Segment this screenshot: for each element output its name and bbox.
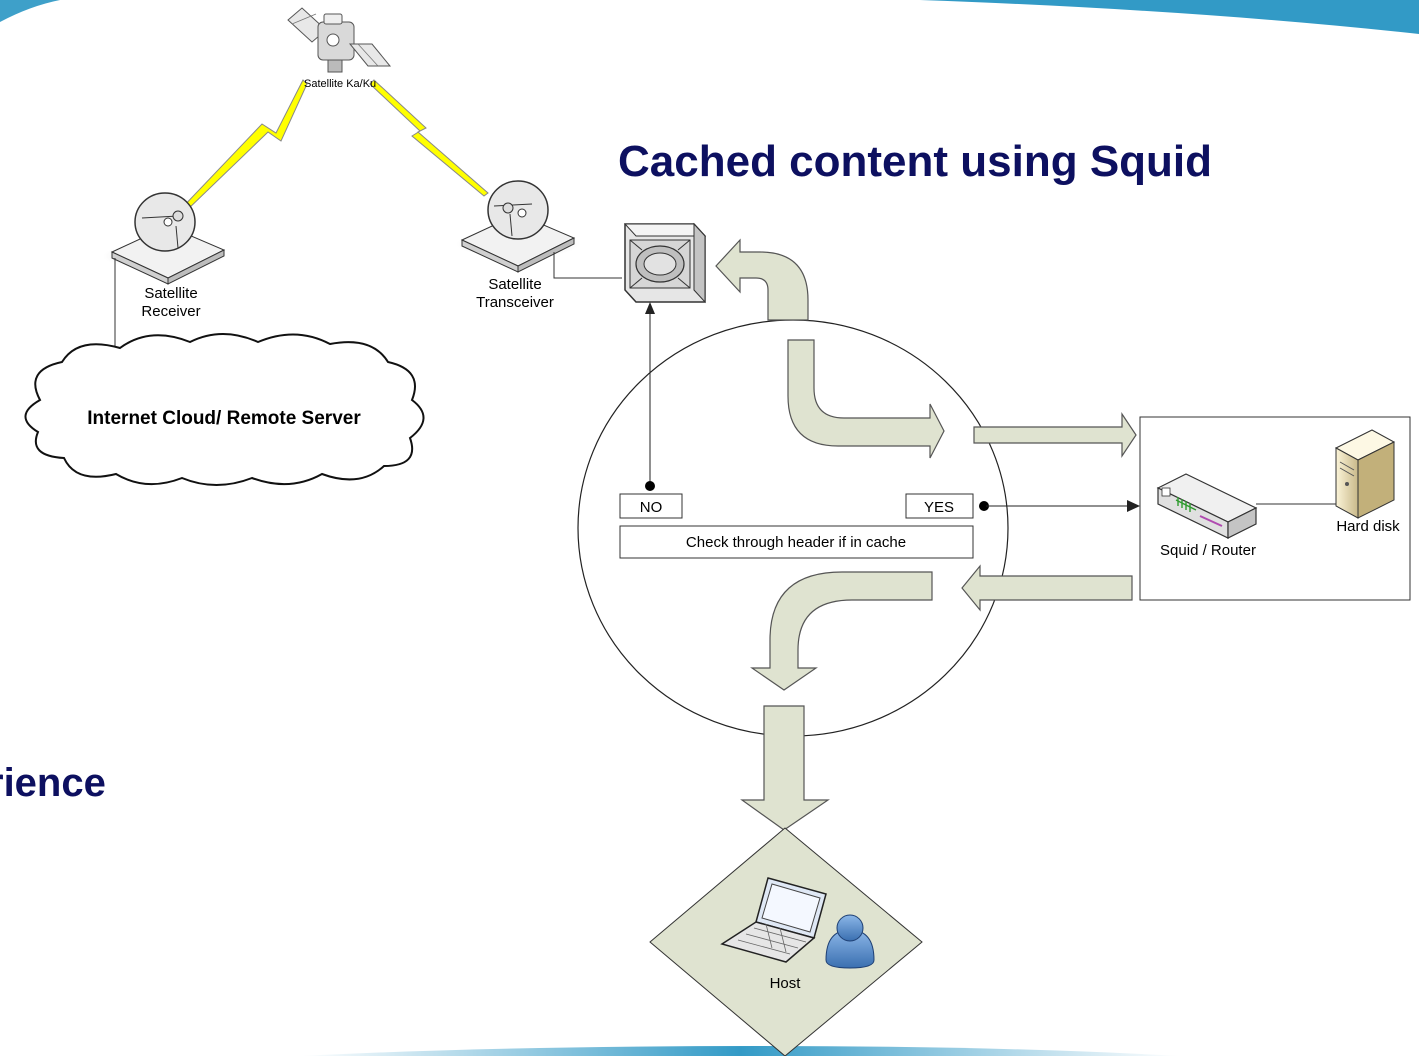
bottom-banner xyxy=(300,1046,1180,1056)
hard-disk-label: Hard disk xyxy=(1336,518,1400,535)
squid-label: Squid / Router xyxy=(1160,542,1256,559)
yes-connector xyxy=(979,500,1140,512)
lightning-right xyxy=(369,79,489,197)
host-label: Host xyxy=(770,975,802,992)
proxy-server-icon xyxy=(623,222,707,304)
down-right-arrow xyxy=(787,339,945,459)
yes-box xyxy=(905,493,974,519)
receiver-label-line1: Satellite xyxy=(144,285,197,302)
no-label: NO xyxy=(640,499,663,516)
transceiver-label-line2: Transceiver xyxy=(476,294,554,311)
return-to-proxy-arrow xyxy=(715,238,809,321)
check-label: Check through header if in cache xyxy=(686,534,906,551)
receiver-label-line2: Receiver xyxy=(141,303,200,320)
no-box xyxy=(619,493,683,519)
router-icon xyxy=(1156,473,1258,539)
yes-label: YES xyxy=(924,499,954,516)
flow-arrows xyxy=(715,238,1137,831)
partial-title: rience xyxy=(0,761,106,805)
to-host-arrow xyxy=(740,705,830,831)
hard-disk-icon xyxy=(1334,429,1396,519)
laptop-icon xyxy=(720,877,827,963)
dish-icon xyxy=(103,192,227,285)
satellite-icon xyxy=(287,7,392,73)
no-connector xyxy=(645,302,655,491)
transceiver-proxy-line xyxy=(553,252,622,279)
down-left-arrow xyxy=(750,571,933,691)
dish-icon-transceiver xyxy=(456,180,580,273)
check-box xyxy=(619,525,974,559)
cloud-icon xyxy=(24,333,425,486)
page-title: Cached content using Squid xyxy=(618,137,1212,186)
top-banner xyxy=(0,0,1419,34)
lightning-left xyxy=(176,79,308,214)
satellite-label: Satellite Ka/Ku xyxy=(304,78,376,90)
from-squid-arrow xyxy=(961,564,1133,612)
transceiver-label-line1: Satellite xyxy=(488,276,541,293)
user-icon xyxy=(825,914,875,969)
to-squid-arrow xyxy=(973,412,1137,458)
cloud-label: Internet Cloud/ Remote Server xyxy=(87,408,361,429)
